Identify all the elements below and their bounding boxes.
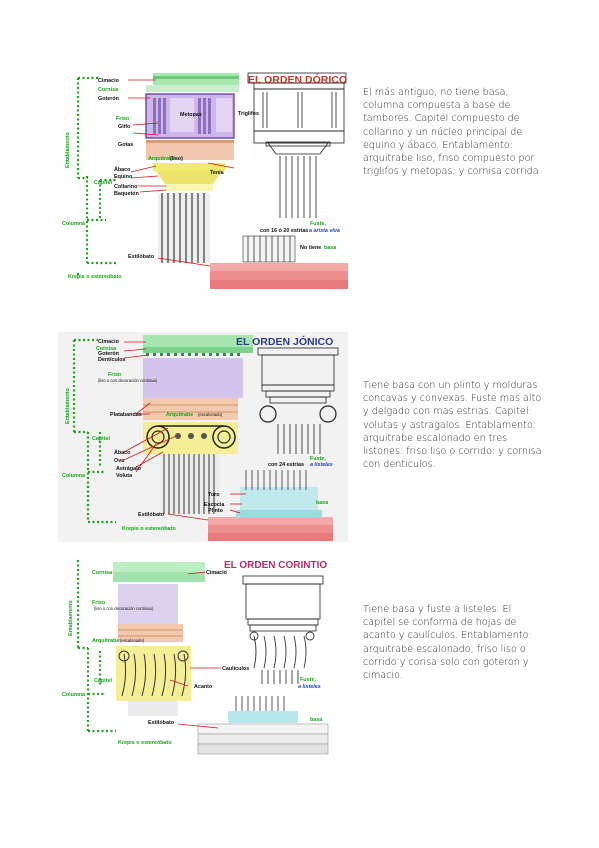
label-capitel: Capitel xyxy=(94,180,112,186)
label-arquitrabe: Arquitrabe xyxy=(166,412,193,418)
label-cimacio: Cimacio xyxy=(206,570,228,576)
label-capitel: Capitel xyxy=(94,678,112,684)
doric-title: EL ORDEN DÓRICO xyxy=(248,73,347,86)
label-basa: basa xyxy=(316,500,329,506)
label-triglifos: Triglifos xyxy=(238,111,259,117)
label-krepis: Krepis o estereóbato xyxy=(68,274,122,280)
corinthian-order-diagram: Cimacio Caulículos Acanto Estilóbato (li… xyxy=(58,556,348,756)
label-goteron: Goterón xyxy=(98,96,119,102)
corinthian-description: Tiene basa y fuste a listeles. El capite… xyxy=(363,604,532,682)
label-krepis: Krepis o estereóbato xyxy=(122,526,176,532)
label-cimacio: Cimacio xyxy=(98,78,120,84)
label-entablamento: Entablamento xyxy=(65,132,71,168)
label-escocia: Escocia xyxy=(204,502,225,508)
label-estrias: con 16 ó 20 estrías xyxy=(260,228,308,234)
label-baqueton: Baquetón xyxy=(114,191,139,197)
label-no-basa: No tiene xyxy=(300,245,321,251)
label-columna: Columna xyxy=(62,692,86,698)
ionic-order-diagram: Cimacio Goterón Dentículos Platabandas Á… xyxy=(58,332,348,542)
label-astragalo: Astrágalo xyxy=(116,466,142,472)
label-voluta: Voluta xyxy=(116,473,133,479)
label-arista-viva: a arista viva xyxy=(309,228,340,234)
label-arquitrabe: Arquitrabe xyxy=(148,156,175,162)
label-columna: Columna xyxy=(62,473,86,479)
label-estrias: con 24 estrías xyxy=(268,462,304,468)
label-goteron: Goterón xyxy=(98,351,119,357)
label-friso: Friso xyxy=(116,116,130,122)
doric-description: El más antiguo, no tiene basa, columna c… xyxy=(363,87,542,178)
corinthian-title: EL ORDEN CORINTIO xyxy=(224,560,327,571)
label-arquitrabe: Arquitrabe xyxy=(92,638,119,644)
label-entablamento: Entablamento xyxy=(68,600,74,636)
label-friso-sub: (liso o con decoración continua) xyxy=(98,378,158,383)
label-estilobato: Estilóbato xyxy=(138,512,165,518)
label-krepis: Krepis o estereóbato xyxy=(118,740,172,746)
label-basa: basa xyxy=(310,717,323,723)
ionic-title: EL ORDEN JÓNICO xyxy=(236,335,333,348)
label-fuste: Fuste, xyxy=(310,456,326,462)
label-glifo: Glifo xyxy=(118,124,131,130)
label-acanto: Acanto xyxy=(194,684,213,690)
label-cornisa: Cornisa xyxy=(96,346,117,352)
label-equino: Equino xyxy=(114,174,133,180)
label-gotas: Gotas xyxy=(118,142,133,148)
label-ova: Ova xyxy=(114,458,125,464)
label-friso: Friso xyxy=(92,600,106,606)
label-abaco: Ábaco xyxy=(114,449,131,456)
label-estilobato: Estilóbato xyxy=(128,254,155,260)
label-metopas: Metopas xyxy=(180,112,202,118)
label-capitel: Capitel xyxy=(92,436,110,442)
label-cimacio: Cimacio xyxy=(98,339,120,345)
label-basa: basa xyxy=(324,245,337,251)
label-friso: Friso xyxy=(108,372,122,378)
label-estilobato: Estilóbato xyxy=(148,720,175,726)
label-escalonado: (escalonado) xyxy=(120,638,145,643)
label-fuste: Fuste, xyxy=(300,677,316,683)
label-fuste: Fuste, xyxy=(310,221,326,227)
doric-order-diagram: Cimacio Goterón Glifo Metopas Triglifos … xyxy=(58,68,348,290)
label-abaco: Ábaco xyxy=(114,166,131,173)
label-cornisa: Cornisa xyxy=(92,570,113,576)
label-caulicolos: Caulículos xyxy=(222,666,249,672)
label-plinto: Plinto xyxy=(208,508,224,514)
label-cornisa: Cornisa xyxy=(98,87,119,93)
label-liso: (liso) xyxy=(170,156,183,162)
label-toro: Toro xyxy=(208,492,220,498)
label-escalonado: (escalonado) xyxy=(198,412,223,417)
label-listeles: a listeles xyxy=(310,462,333,468)
label-collarino: Collarino xyxy=(114,184,138,190)
label-columna: Columna xyxy=(62,221,86,227)
ionic-description: Tiene basa con un plinto y molduras conc… xyxy=(363,380,542,471)
label-tenia: Tenia xyxy=(210,170,225,176)
label-entablamento: Entablamento xyxy=(65,388,71,424)
label-platabandas: Platabandas xyxy=(110,412,142,418)
label-denticulos: Dentículos xyxy=(98,357,126,363)
label-listeles: a listeles xyxy=(298,684,321,690)
label-friso-sub: (liso o con decoración continua) xyxy=(94,606,154,611)
